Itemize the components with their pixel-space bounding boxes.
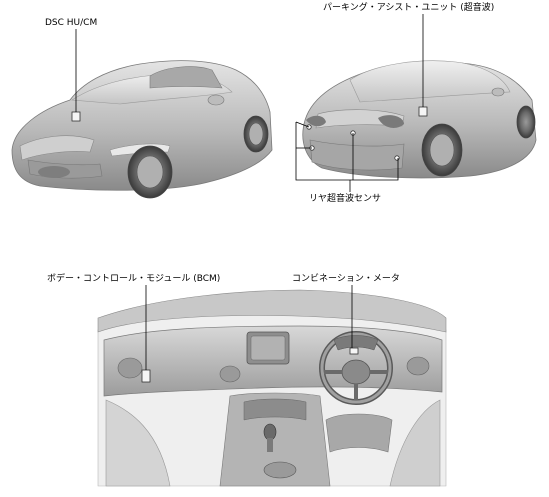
rear-ultrasonic-sensor-label: リヤ超音波センサ — [308, 194, 383, 205]
dsc-hu-cm-label: DSC HU/CM — [44, 18, 99, 29]
leader-lines — [75, 14, 424, 370]
combination-meter-label: コンビネーション・メータ — [291, 274, 401, 285]
bcm-marker — [141, 369, 151, 383]
rear-sensor-marker — [394, 155, 400, 161]
interior-illustration — [97, 289, 447, 487]
front-car-illustration — [11, 60, 273, 199]
rear-sensor-leader — [295, 121, 310, 128]
rear-car-illustration — [302, 60, 537, 179]
body-control-module-label: ボデー・コントロール・モジュール (BCM) — [46, 274, 222, 285]
rear-sensor-leader — [295, 122, 399, 181]
combination-meter-marker — [349, 347, 359, 355]
parking-assist-unit-marker — [418, 106, 428, 117]
parking-assist-unit-label: パーキング・アシスト・ユニット (超音波) — [322, 3, 496, 14]
dsc-hu-cm-marker — [71, 111, 81, 122]
